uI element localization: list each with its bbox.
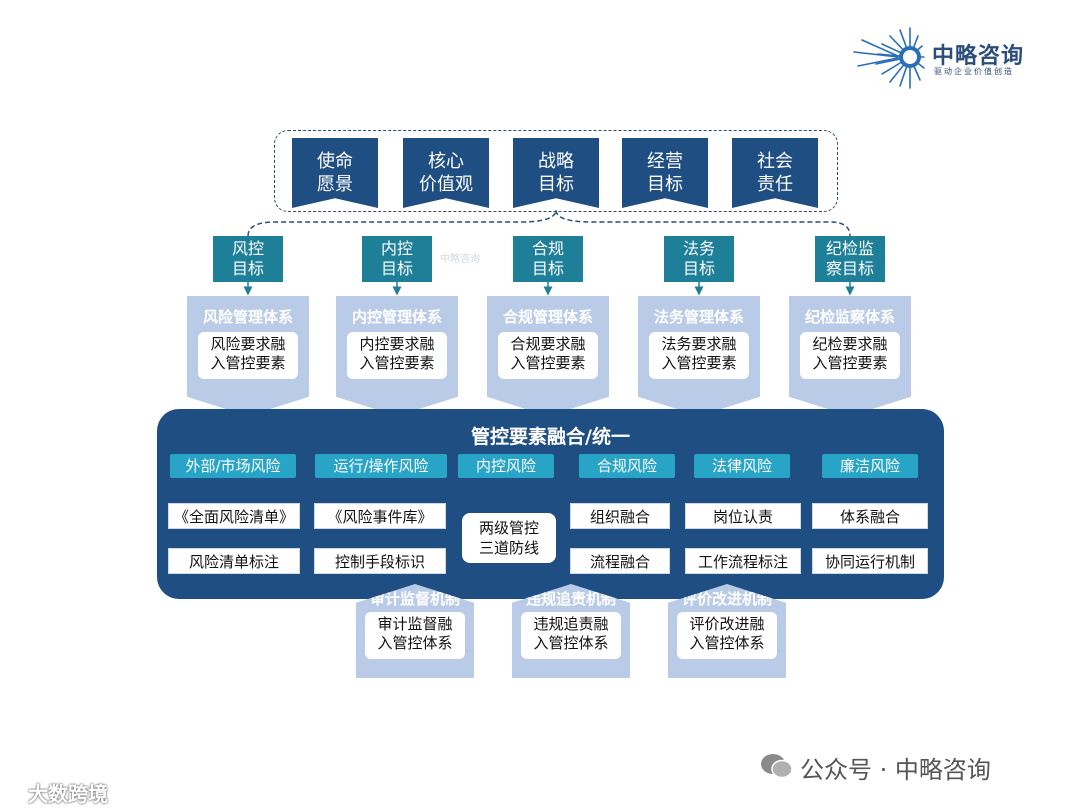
- target-legal: 法务目标: [664, 236, 734, 282]
- target-risk-control: 风控目标: [213, 236, 283, 282]
- logo-name: 中略咨询: [932, 44, 1025, 69]
- post-duty-box: 岗位认责: [685, 503, 801, 529]
- risk-chip: 内控风险: [458, 454, 554, 478]
- risk-chip: 合规风险: [579, 454, 675, 478]
- system-card-discipline: 纪检监察体系 纪检要求融入管控要素: [789, 296, 911, 416]
- panel-title: 管控要素融合/统一: [471, 426, 630, 448]
- logo-slogan: 驱动企业价值创造: [934, 67, 1014, 76]
- risk-list-mark-box: 风险清单标注: [168, 548, 300, 574]
- risk-chip: 法律风险: [694, 454, 790, 478]
- target-internal-control: 内控目标: [362, 236, 432, 282]
- system-card-legal: 法务管理体系 法务要求融入管控要素: [638, 296, 760, 416]
- value-banner: 社会责任: [732, 138, 818, 208]
- risk-event-db-box: 《风险事件库》: [314, 503, 446, 529]
- target-discipline: 纪检监察目标: [815, 236, 885, 282]
- system-card-risk: 风险管理体系 风险要求融入管控要素: [187, 296, 309, 416]
- value-banner: 使命愿景: [292, 138, 378, 208]
- core-values-container: [274, 130, 838, 212]
- target-compliance: 合规目标: [513, 236, 583, 282]
- risk-chip: 外部/市场风险: [170, 454, 296, 478]
- system-card-internal: 内控管理体系 内控要求融入管控要素: [336, 296, 458, 416]
- risk-chip: 廉洁风险: [822, 454, 918, 478]
- mechanism-card-accountability: 违规追责机制 违规追责融入管控体系: [512, 584, 630, 678]
- two-level-three-lines-box: 两级管控三道防线: [462, 513, 556, 563]
- brand-watermark: 大数跨境: [28, 782, 108, 806]
- mechanism-card-audit: 审计监督机制 审计监督融入管控体系: [356, 584, 474, 678]
- org-fusion-box: 组织融合: [570, 503, 670, 529]
- workflow-mark-box: 工作流程标注: [685, 548, 801, 574]
- process-fusion-box: 流程融合: [570, 548, 670, 574]
- value-banner: 战略目标: [513, 138, 599, 208]
- system-fusion-box: 体系融合: [812, 503, 928, 529]
- value-banner: 核心价值观: [403, 138, 489, 208]
- risk-list-box: 《全面风险清单》: [168, 503, 300, 529]
- logo-burst-icon: [853, 27, 925, 89]
- system-card-compliance: 合规管理体系 合规要求融入管控要素: [487, 296, 609, 416]
- wechat-account-label: 公众号 · 中略咨询: [800, 756, 991, 784]
- mechanism-card-evaluation: 评价改进机制 评价改进融入管控体系: [668, 584, 786, 678]
- watermark: 中略咨询: [440, 254, 480, 265]
- wechat-icon: [761, 754, 793, 779]
- control-identify-box: 控制手段标识: [314, 548, 446, 574]
- value-banner: 经营目标: [622, 138, 708, 208]
- coop-mechanism-box: 协同运行机制: [812, 548, 928, 574]
- risk-chip: 运行/操作风险: [315, 454, 447, 478]
